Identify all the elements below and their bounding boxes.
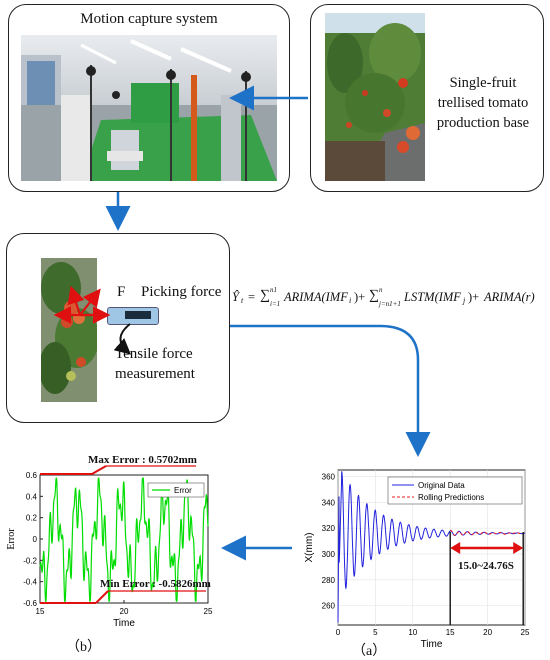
- tensile-line-2: measurement: [115, 366, 195, 382]
- formula-term2-sub: j: [463, 296, 466, 305]
- chart-b-legend-label: Error: [174, 486, 192, 495]
- chart-a-ytick-label: 320: [322, 524, 336, 533]
- chart-b-xlabel: Time: [113, 618, 135, 629]
- formula-sum1: ∑: [260, 288, 270, 303]
- chart-a-legend-box: [387, 476, 523, 505]
- chart-a-panel-label: （a）: [352, 644, 387, 659]
- base-line-3: production base: [436, 115, 530, 131]
- chart-a-xlabel: Time: [421, 639, 443, 650]
- force-gauge-display-icon: [125, 311, 151, 319]
- formula-term1: ARIMA(IMF: [284, 290, 348, 304]
- chart-a-ylabel: X(mm): [304, 533, 315, 563]
- formula-sum1-sub: i=1: [270, 300, 281, 308]
- motion-capture-photo: [21, 35, 277, 181]
- arrow-force-to-chart-a: [230, 324, 431, 457]
- chart-a-xtick-label: 20: [483, 628, 492, 637]
- tensile-line-1: Tensile force: [115, 346, 193, 362]
- production-base-box: Single-fruit trellised tomato production…: [310, 4, 544, 192]
- range-arrow-left-head: [450, 542, 461, 554]
- chart-a-xtick-label: 0: [336, 628, 341, 637]
- chart-b-ytick-label: 0.4: [26, 492, 38, 501]
- formula-sum2-sub: j=n1+1: [379, 300, 401, 308]
- chart-a-ytick-label: 360: [322, 472, 336, 481]
- chart-b-ytick-label: 0: [33, 535, 38, 544]
- formula-sum2-sup: n: [379, 286, 383, 294]
- range-arrow-right-head: [513, 542, 524, 554]
- chart-b-ytick-label: -0.2: [23, 556, 37, 565]
- formula-term2: LSTM(IMF: [404, 290, 461, 304]
- chart-a-ytick-label: 260: [322, 602, 336, 611]
- formula-plus2: )+: [468, 290, 480, 304]
- formula-lhs: Ŷ: [232, 290, 239, 304]
- base-line-1: Single-fruit: [449, 75, 517, 91]
- chart-a-rolling-line: [450, 529, 524, 536]
- tomato-greenhouse-photo: [325, 13, 425, 181]
- chart-b-ytick-label: -0.6: [23, 599, 37, 608]
- chart-a-xtick-label: 10: [408, 628, 417, 637]
- chart-b-panel-label: （b）: [66, 640, 101, 655]
- formula-term3: ARIMA(r): [484, 290, 535, 304]
- chart-b-ytick-label: 0.6: [26, 471, 38, 480]
- max-error-annotation: Max Error : 0.5702mm: [88, 454, 197, 466]
- picking-force-box: F Picking force Tensile force measuremen…: [6, 233, 230, 423]
- formula-sum2: ∑: [369, 288, 379, 303]
- chart-b-ytick-label: -0.4: [23, 578, 37, 587]
- chart-a-ytick-label: 340: [322, 498, 336, 507]
- force-f-label: F: [117, 284, 126, 300]
- chart-a-legend-rolling: Rolling Predictions: [418, 493, 484, 502]
- motion-capture-box: Motion capture system: [8, 4, 290, 192]
- base-line-2: trellised tomato: [437, 95, 529, 111]
- chart-a-ytick-label: 300: [322, 550, 336, 559]
- chart-b-ylabel: Error: [6, 528, 17, 550]
- chart-b-xtick-label: 25: [204, 607, 213, 616]
- chart-a-plot-area: [337, 469, 526, 626]
- min-error-leader: [95, 590, 109, 604]
- min-error-annotation: Min Error : -0.5826mm: [100, 578, 211, 590]
- chart-a-legend-original: Original Data: [418, 481, 465, 490]
- formula-plus1: )+: [354, 290, 366, 304]
- motion-capture-title: Motion capture system: [80, 11, 218, 27]
- chart-b-xtick-label: 20: [120, 607, 129, 616]
- formula-eq: =: [248, 290, 256, 304]
- formula-sum1-sup: n1: [270, 286, 277, 294]
- formula-term1-sub: i: [349, 296, 352, 305]
- chart-b-xtick-label: 15: [36, 607, 45, 616]
- decomposition-formula: Ŷ t = ∑ n1 i=1 ARIMA(IMF i )+ ∑ n j=n1+1…: [232, 284, 550, 314]
- range-annotation: 15.0~24.76S: [458, 560, 514, 572]
- formula-lhs-sub: t: [241, 296, 244, 305]
- chart-b-ytick-label: 0.2: [26, 514, 38, 523]
- tomato-plant-photo: [41, 258, 97, 402]
- max-error-leader: [91, 465, 107, 475]
- chart-b-legend-box: [147, 482, 205, 498]
- picking-force-label: Picking force: [141, 284, 222, 300]
- chart-a-xtick-label: 5: [373, 628, 378, 637]
- chart-a-ytick-label: 280: [322, 576, 336, 585]
- chart-a-xtick-label: 25: [521, 628, 530, 637]
- chart-a-original-line: [337, 471, 526, 623]
- chart-a-xtick-label: 15: [446, 628, 455, 637]
